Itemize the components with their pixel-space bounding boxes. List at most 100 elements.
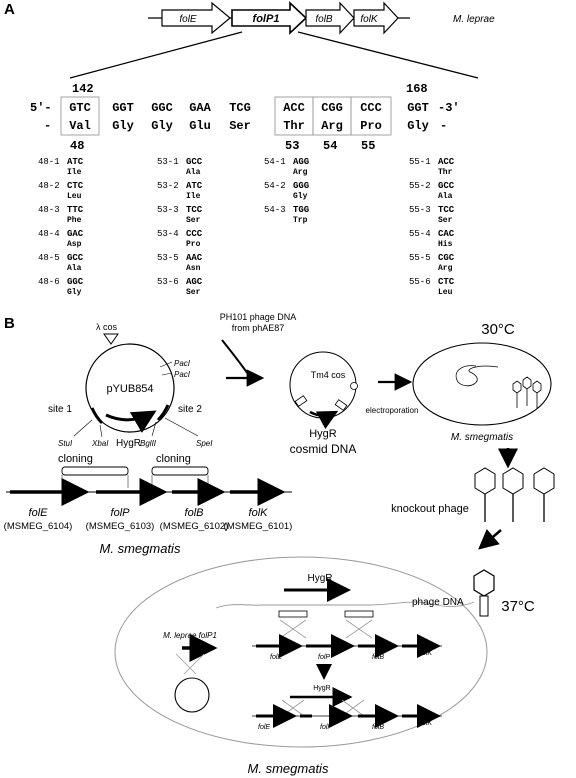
pac-tick-1 (159, 361, 173, 368)
seq-suffix: -3' (438, 101, 460, 115)
aa-suffix: - (440, 119, 447, 133)
mutant-aa: Ile (67, 168, 82, 177)
temperature-30: 30°C (481, 321, 515, 338)
stui-label: StuI (58, 439, 73, 448)
cosmid-hygr-label: HygR (309, 428, 337, 440)
pos-end: 168 (406, 82, 428, 96)
infecting-phage-head (473, 569, 495, 597)
mutant-codon: GCC (186, 157, 203, 167)
mutant-codon: AGG (293, 157, 309, 167)
cell-phage-particles (512, 376, 542, 408)
site-1-label: site 1 (48, 404, 72, 415)
mutant-aa: Leu (67, 192, 82, 201)
mutant-codon: TGG (293, 205, 309, 215)
cloning-fragment-1 (61, 466, 129, 476)
infection-arrow (478, 529, 502, 550)
cloning-label-2: cloning (156, 453, 191, 465)
lambda-cos-label: λ cos (96, 322, 118, 332)
phage-dna-label: phage DNA (412, 597, 464, 608)
mutant-label: 53-1 (157, 157, 179, 167)
cosmid-fragment-1 (294, 395, 308, 407)
mutant-aa: Leu (438, 288, 453, 297)
residue-number-53: 53 (285, 139, 299, 153)
smegmatis-cell (412, 342, 552, 426)
mutant-codon: GCC (67, 253, 84, 263)
mutant-aa: Gly (293, 192, 308, 201)
smegmatis-cell-label: M. smegmatis (451, 432, 513, 443)
amino-acid: Val (69, 119, 91, 133)
bottom-organism-label: M. smegmatis (248, 761, 329, 776)
hygr-label: HygR (116, 438, 141, 449)
seq-prefix: 5'- (30, 101, 52, 115)
plasmid-hygr-arrow (105, 410, 157, 433)
amino-acid: Glu (189, 119, 211, 133)
mutant-aa: Arg (438, 264, 453, 273)
stui-line (73, 419, 93, 437)
gene-arrow-folp1 (231, 1, 308, 35)
mutant-codon: TTC (67, 205, 84, 215)
amino-acid: Arg (321, 119, 343, 133)
cosmid-hygr-arrow (309, 410, 339, 430)
mutant-label: 48-4 (38, 229, 60, 239)
mutant-codon: CCC (186, 229, 203, 239)
mutant-label: 55-1 (409, 157, 431, 167)
mutant-codon: TCC (186, 205, 203, 215)
mutant-label: 54-3 (264, 205, 286, 215)
gene-label-folk: folK (249, 507, 269, 519)
gene-label-folp1: folP1 (253, 13, 280, 25)
chrom-label-folb: folB (372, 654, 384, 661)
phage-curve (221, 339, 249, 375)
lambda-cos-triangle (103, 333, 119, 345)
pos-start: 142 (72, 82, 94, 96)
mutant-label: 55-2 (409, 181, 431, 191)
codon-box-55 (350, 96, 392, 136)
plasmid-site-1-segment (90, 407, 104, 425)
gene-label-fole: folE (29, 507, 49, 519)
locus-tag: (MSMEG_6101) (224, 521, 293, 532)
mutant-label: 55-5 (409, 253, 431, 263)
mutant-label: 53-2 (157, 181, 179, 191)
codon: GGT (112, 101, 134, 115)
panel-b-label: B (4, 315, 15, 332)
mutant-aa: Ser (186, 288, 201, 297)
cell-dna-loop (455, 365, 499, 387)
mutant-codon: TCC (438, 205, 455, 215)
cosmid-fragment-2 (334, 399, 348, 411)
residue-number-48: 48 (70, 139, 84, 153)
amino-acid: Pro (360, 119, 382, 133)
electroporation-label: electroporation (366, 406, 419, 415)
bglii-label: BglII (140, 439, 157, 448)
gene-label-folk: folK (360, 14, 379, 25)
mutant-label: 53-6 (157, 277, 179, 287)
knockout-phage-label: knockout phage (391, 503, 469, 515)
plasmid-label: pYUB854 (106, 383, 153, 395)
mutant-aa: Asp (67, 240, 82, 249)
recomb-hygr-label: HygR (307, 573, 332, 584)
cloning-fragment-2 (151, 466, 209, 476)
mut-label-folk: folK (420, 720, 432, 727)
organism-label-smegmatis: M. smegmatis (100, 541, 181, 556)
locus-tag: (MSMEG_6104) (4, 521, 73, 532)
gene-label-fole: folE (179, 14, 197, 25)
mutant-aa: Ala (186, 168, 201, 177)
mutant-aa: Phe (67, 216, 82, 225)
codon: TCG (229, 101, 251, 115)
mutant-aa: Gly (67, 288, 82, 297)
gene-arrow-folb (305, 1, 355, 35)
mutant-aa: Ala (438, 192, 453, 201)
spei-label: SpeI (196, 439, 213, 448)
mutant-label: 53-3 (157, 205, 179, 215)
organism-label-leprae: M. leprae (453, 14, 495, 25)
mutant-codon: ATC (67, 157, 84, 167)
plasmid-site-2-segment (156, 404, 170, 422)
mutant-aa: Ile (186, 192, 201, 201)
mutant-codon: CAC (438, 229, 455, 239)
gene-label-folb: folB (315, 14, 333, 25)
mutant-aa: Ala (67, 264, 82, 273)
cosmid-label: cosmid DNA (290, 442, 357, 456)
codon: GTC (69, 101, 91, 115)
chrom-label-folp: folP (318, 654, 330, 661)
mutant-codon: CTC (67, 181, 84, 191)
mutant-codon: ACC (438, 157, 455, 167)
